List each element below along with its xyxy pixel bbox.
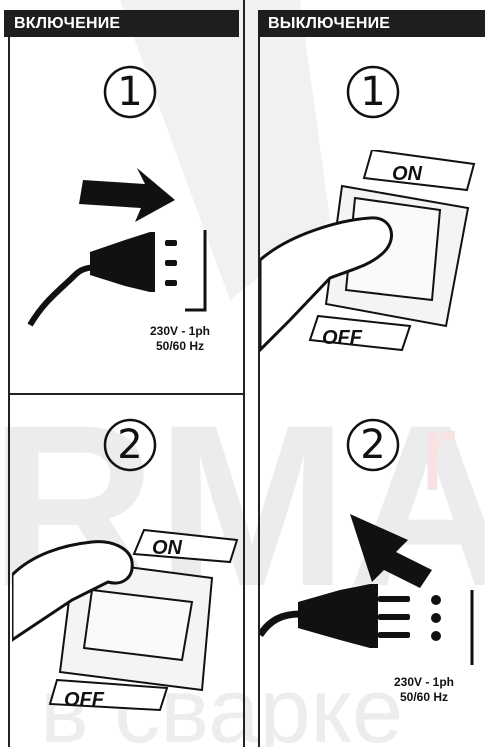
switch-on-illustration: ON OFF — [12, 520, 242, 725]
plug-body-icon — [90, 232, 155, 292]
off-step-2-badge: 2 — [343, 415, 403, 475]
switch-on-label: ON — [152, 537, 183, 559]
off-panel-off-label: OFF — [322, 327, 363, 349]
off-panel-on-label: ON — [392, 163, 423, 185]
step-1-number: 1 — [100, 62, 160, 122]
step-1-badge: 1 — [100, 62, 160, 122]
rocker-button-icon — [84, 590, 192, 660]
insert-arrow-icon — [79, 168, 175, 222]
plug-voltage-left: 230V - 1ph — [125, 324, 235, 339]
remove-arrow-icon — [350, 514, 432, 588]
column-divider — [243, 0, 245, 747]
step-divider-left — [8, 393, 245, 395]
switch-off-label: OFF — [64, 689, 105, 711]
plug-spec-right: 230V - 1ph 50/60 Hz — [368, 675, 480, 705]
column-left-border — [8, 37, 10, 747]
plug-frequency-left: 50/60 Hz — [125, 339, 235, 354]
switch-off-column: ВЫКЛЮЧЕНИЕ 1 ON OFF 2 230V - 1ph 50/60 H… — [258, 0, 485, 747]
off-step-1-number: 1 — [343, 62, 403, 122]
plug-remove-illustration — [260, 510, 482, 665]
plug-spec-left: 230V - 1ph 50/60 Hz — [125, 324, 235, 354]
plug-frequency-right: 50/60 Hz — [368, 690, 480, 705]
plug-insert-illustration — [25, 160, 225, 335]
plug-voltage-right: 230V - 1ph — [368, 675, 480, 690]
switch-on-header: ВКЛЮЧЕНИЕ — [4, 10, 239, 37]
socket-icon — [185, 230, 205, 310]
off-step-2-number: 2 — [343, 415, 403, 475]
power-cord-right-icon — [260, 614, 300, 635]
step-2-number: 2 — [100, 415, 160, 475]
off-step-1-badge: 1 — [343, 62, 403, 122]
switch-off-header: ВЫКЛЮЧЕНИЕ — [258, 10, 485, 37]
step-2-badge: 2 — [100, 415, 160, 475]
switch-off-illustration: ON OFF — [260, 150, 482, 365]
switch-on-column: ВКЛЮЧЕНИЕ 1 230V - 1ph 50/60 Hz 2 ON OFF — [0, 0, 245, 747]
power-cord-icon — [30, 267, 95, 325]
